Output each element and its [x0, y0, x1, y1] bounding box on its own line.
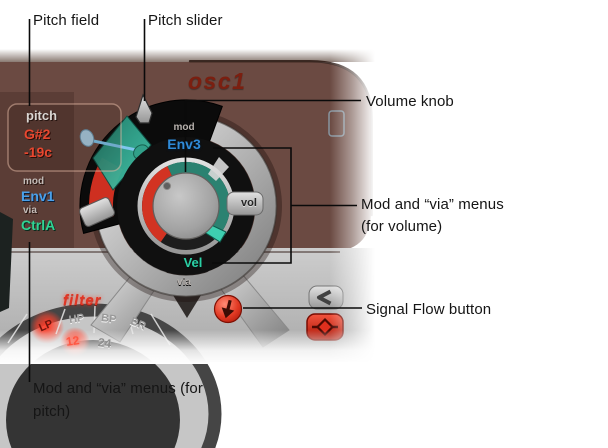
mod-via-pitch-label-line2: pitch)	[33, 403, 71, 420]
mod-via-pitch-label-line1: Mod and “via” menus (for	[33, 380, 203, 397]
pitch-note-field[interactable]: G#2	[24, 126, 51, 142]
mod-via-pitch-label: Mod and “via” menus (for pitch)	[33, 377, 203, 423]
pitch-slider-label: Pitch slider	[148, 12, 223, 29]
volume-knob-face[interactable]	[152, 172, 220, 240]
pitch-label: pitch	[26, 108, 58, 123]
signal-flow-label: Signal Flow button	[366, 301, 492, 318]
filter-slope-12[interactable]: 12	[65, 333, 81, 349]
osc1-title: osc1	[188, 68, 247, 94]
volume-knob-label: Volume knob	[366, 93, 454, 110]
pitch-field-box[interactable]	[7, 103, 122, 172]
pitch-via-label: via	[23, 205, 37, 216]
mod-via-volume-label: Mod and “via” menus (for volume)	[361, 194, 504, 238]
vol-tab	[226, 191, 264, 216]
pitch-slider-thumb[interactable]	[135, 93, 153, 124]
left-edge-dark-strip	[0, 212, 13, 312]
filter-band-bp[interactable]: BP	[100, 312, 117, 326]
filter-title: filter	[63, 292, 102, 309]
callout-lines	[28, 19, 362, 382]
chevron-left-icon	[317, 289, 332, 306]
filter-inner-ring	[6, 340, 180, 448]
bottom-fade	[0, 330, 380, 364]
pitch-slider-handle[interactable]	[78, 196, 115, 227]
pitch-field-label: Pitch field	[33, 12, 100, 29]
vol-tab-label: vol	[241, 197, 257, 209]
knob-notch	[208, 157, 229, 181]
volume-mod-label: mod	[173, 122, 195, 133]
knob-position-dot	[162, 181, 172, 191]
pitch-mod-handle-outer[interactable]	[78, 128, 96, 148]
volume-green-arc	[167, 162, 230, 240]
pitch-via-menu[interactable]: CtrlA	[21, 217, 56, 233]
volume-via-menu[interactable]: Vel	[183, 255, 203, 270]
volume-red-arc	[142, 166, 173, 242]
pitch-mod-menu[interactable]: Env1	[21, 188, 55, 204]
down-arrow-icon	[221, 299, 235, 319]
filter-slope-24[interactable]: 24	[97, 335, 113, 351]
volume-via-label: via	[177, 277, 191, 288]
mod-via-volume-label-line2: (for volume)	[361, 218, 443, 235]
volume-mod-menu[interactable]: Env3	[167, 136, 201, 152]
photo-top-shadow	[0, 49, 378, 62]
volume-knob-callout-line	[184, 99, 361, 172]
pitch-mod-label: mod	[23, 176, 45, 187]
mod-via-volume-label-line1: Mod and “via” menus	[361, 196, 504, 213]
pitch-cents-field[interactable]: -19c	[24, 144, 53, 160]
